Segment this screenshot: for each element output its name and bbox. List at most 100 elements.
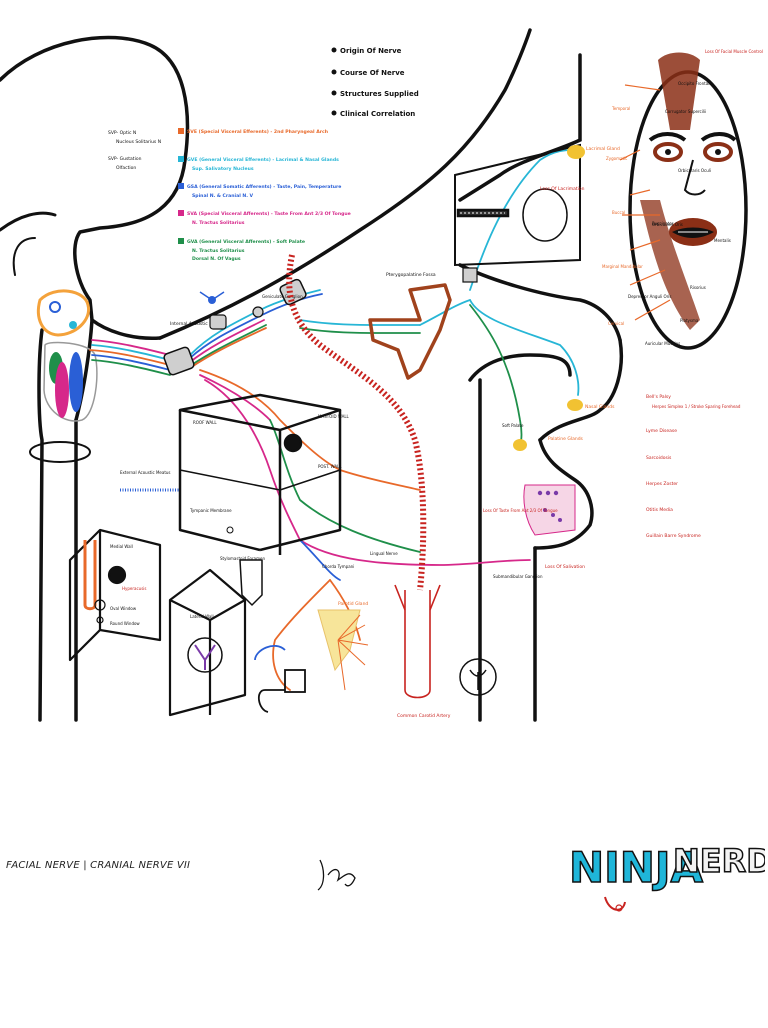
legend-sva-sub: N. Tractus Solitarius: [192, 220, 245, 226]
parotid-gland: Parotid Gland: [317, 601, 368, 691]
face-label-corrugator: Corrugator Supercilii: [665, 109, 706, 114]
legend-swatch-sve: [178, 128, 184, 134]
label-lingual: Lingual Nerve: [370, 551, 398, 556]
label-parotid: Parotid Gland: [338, 601, 368, 607]
label-submandibular: Submandibular Ganglion: [493, 574, 543, 579]
nuclei-notes: SVP- Optic N Nucleus Solitarius N SVP- G…: [108, 130, 161, 171]
nasal-gland: [567, 399, 583, 411]
label-stylomastoid: Stylomastoid Foramen: [220, 556, 265, 561]
face-label-occipito: Occipito Frontalis: [678, 81, 712, 86]
note-svp: SVP- Optic N: [108, 130, 136, 136]
clinical-lyme: Lyme Disease: [646, 428, 677, 434]
clinical-bells-sub: Herpes Simplex 1 / Stroke Sparing Forehe…: [652, 404, 741, 409]
legend-swatch-gsa: [178, 183, 184, 189]
outline-clinical: Clinical Correlation: [340, 110, 415, 118]
label-lacrimal: Lacrimal Gland: [586, 146, 620, 152]
clinical-bells: Bell's Palsy: [646, 394, 671, 400]
label-ext-meatus: External Acoustic Meatus: [120, 470, 171, 475]
label-palatine: Palatine Glands: [548, 436, 584, 442]
label-geniculate: Geniculate Ganglion: [262, 294, 303, 299]
note-svp-sub: Nucleus Solitarius N: [116, 139, 161, 145]
internal-carotid-artery: [286, 254, 427, 591]
face-label-cervical: Cervical: [608, 321, 624, 326]
tongue: Loss Of Taste From Ant 2/3 Of Tongue: [483, 484, 576, 536]
legend-swatch-gve: [178, 156, 184, 162]
label-loss-salivation: Loss Of Salivation: [545, 564, 585, 570]
outline-structures: Structures Supplied: [340, 90, 419, 98]
face-label-mentalis: Mentalis: [714, 238, 731, 243]
spinal-cord-section: [459, 658, 497, 696]
palatine-gland: [513, 439, 527, 451]
face-labels: Loss Of Facial Muscle Control Occipito F…: [602, 49, 763, 346]
geniculate-ganglion: Geniculate Ganglion: [209, 278, 307, 330]
face-label-buccal: Buccal: [612, 210, 625, 215]
label-post-wall: POST. WALL: [318, 464, 342, 469]
stapedius-box: [68, 528, 162, 662]
lacrimal-gland: [567, 145, 585, 159]
label-common-carotid: Common Carotid Artery: [397, 713, 451, 719]
clinical-list: Bell's Palsy Herpes Simplex 1 / Stroke S…: [646, 394, 741, 539]
header-outline-list: Origin Of Nerve Course Of Nerve Structur…: [331, 47, 419, 118]
face-label-platysma: Platysma: [680, 318, 699, 323]
fiber-legend: SVE (Special Visceral Efferents) - 2nd P…: [178, 128, 351, 262]
signature: [317, 859, 356, 891]
middle-ear-labels: ROOF WALL MASTOID WALL POST. WALL Extern…: [120, 414, 350, 561]
outline-course: Course Of Nerve: [340, 69, 405, 77]
middle-ear-box: [178, 393, 342, 606]
label-round-window: Round Window: [110, 621, 140, 626]
legend-gsa-sub: Spinal N. & Cranial N. V: [192, 193, 254, 199]
lateral-wall-box: [168, 568, 247, 717]
label-tympanic: Tympanic Membrane: [189, 508, 232, 513]
pterygopalatine-fossa: [368, 283, 452, 380]
face-label-depressor: Depressor Anguli Oris: [628, 294, 671, 299]
carotid-tube: Common Carotid Artery: [394, 584, 451, 719]
face-label-orbicularis-oculi: Orbicularis Oculi: [678, 168, 711, 173]
face-label-auricular: Auricular Muscles: [645, 341, 680, 346]
clinical-zoster: Herpes Zoster: [646, 481, 678, 487]
label-hyperacusis: Hyperacusis: [122, 586, 146, 591]
legend-gva-sub2: Dorsal N. Of Vagus: [192, 256, 241, 262]
logo-ninja: NINJA: [569, 843, 704, 892]
legend-gve: GVE (General Visceral Efferents) - Lacri…: [187, 157, 339, 163]
logo-graphic: NINJA NERD: [565, 832, 768, 922]
head-outline: [0, 35, 190, 722]
label-loss-taste: Loss Of Taste From Ant 2/3 Of Tongue: [483, 508, 558, 513]
label-chorda: Chorda Tympani: [322, 564, 354, 569]
face-label-loss-muscle: Loss Of Facial Muscle Control: [705, 49, 763, 54]
label-nasal: Nasal Glands: [585, 404, 615, 410]
face-label-buccinator: Buccinator: [652, 221, 674, 226]
logo-nerd: NERD: [673, 842, 765, 880]
legend-swatch-gva: [178, 238, 184, 244]
legend-swatch-sva: [178, 210, 184, 216]
label-loss-lacrimation: Loss Of Lacrimation: [540, 186, 585, 192]
nervus-intermedius-node: [199, 291, 225, 304]
face-label-temporal: Temporal: [611, 106, 630, 111]
face-label-marginal: Marginal Mandibular: [602, 264, 643, 269]
outline-origin: Origin Of Nerve: [340, 47, 402, 55]
label-roof: ROOF WALL: [193, 420, 217, 425]
label-lateral-wall: Lateral Wall: [190, 614, 214, 619]
face: [619, 52, 748, 350]
clinical-gbs: Guillain Barre Syndrome: [646, 533, 701, 539]
label-pterygopalatine: Pterygopalatine Fossa: [386, 272, 436, 278]
ninja-nerd-logo: NINJA NERD: [565, 832, 768, 922]
logo-swoosh: [604, 896, 626, 911]
face-label-orbicularis-oris: Orbicularis Oris: [652, 222, 683, 227]
internal-acoustic-meatus: Internal Acoustic Meatus: [163, 321, 226, 376]
clinical-otitis: Otitis Media: [646, 507, 673, 513]
brainstem-nuclei: [36, 289, 98, 422]
label-mastoid-wall: MASTOID WALL: [318, 414, 350, 419]
legend-gsa: GSA (General Somatic Afferents) - Taste,…: [187, 184, 341, 190]
legend-sva: SVA (Special Visceral Afferents) - Taste…: [187, 211, 351, 217]
stapedius-labels: Medial Wall Hyperacusis Oval Window Roun…: [110, 544, 146, 626]
note-svp2: SVP- Gustation: [108, 156, 142, 162]
label-oval-window: Oval Window: [110, 606, 137, 611]
clinical-sarcoid: Sarcoidosis: [646, 455, 672, 461]
legend-gva-sub: N. Tractus Solitarius: [192, 248, 245, 254]
legend-sve: SVE (Special Visceral Efferents) - 2nd P…: [187, 129, 328, 135]
face-label-zygomatic: Zygomatic: [606, 156, 627, 161]
legend-gva: GVA (General Visceral Afferents) - Soft …: [187, 239, 305, 245]
orbit: [454, 143, 581, 267]
